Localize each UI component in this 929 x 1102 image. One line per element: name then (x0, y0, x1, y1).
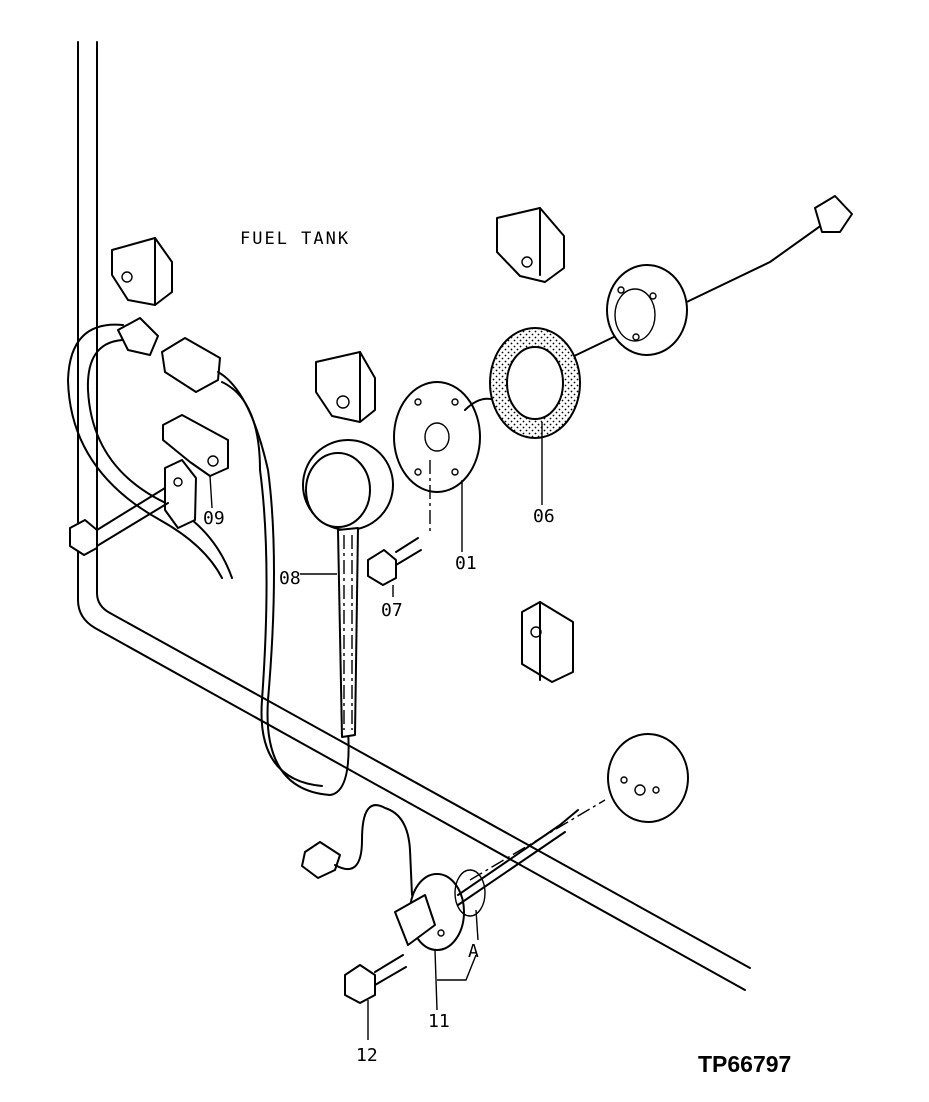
callout-06: 06 (533, 506, 555, 527)
callout-09: 09 (203, 508, 225, 529)
tank-bracket-upper-right (496, 207, 565, 283)
tank-bracket-upper-left (111, 237, 173, 306)
tank-flange-upper (606, 264, 688, 356)
callout-12: 12 (356, 1045, 378, 1066)
sensor-cable (161, 337, 350, 796)
callout-a: A (468, 941, 479, 962)
tank-bracket-middle (315, 351, 376, 423)
lower-sender (301, 804, 579, 951)
leader-lines (209, 422, 543, 1040)
float-weight (814, 195, 853, 233)
float-sender (302, 439, 394, 738)
sender-unit (393, 211, 841, 535)
fuel-tank-label: FUEL TANK (240, 229, 350, 249)
tank-flange-lower (607, 733, 689, 823)
figure-code: TP66797 (698, 1051, 791, 1077)
gasket (489, 327, 581, 439)
bolt-07 (367, 537, 422, 586)
bolt-left (69, 487, 169, 556)
wire-harness (67, 317, 233, 579)
harness-clamp (162, 414, 229, 529)
callout-07: 07 (381, 600, 403, 621)
fuel-tank-outline (77, 41, 751, 991)
tank-bracket-lower (521, 601, 574, 683)
callout-01: 01 (455, 553, 477, 574)
callout-11: 11 (428, 1011, 450, 1032)
callout-08: 08 (279, 568, 301, 589)
bolt-12 (344, 954, 407, 1004)
